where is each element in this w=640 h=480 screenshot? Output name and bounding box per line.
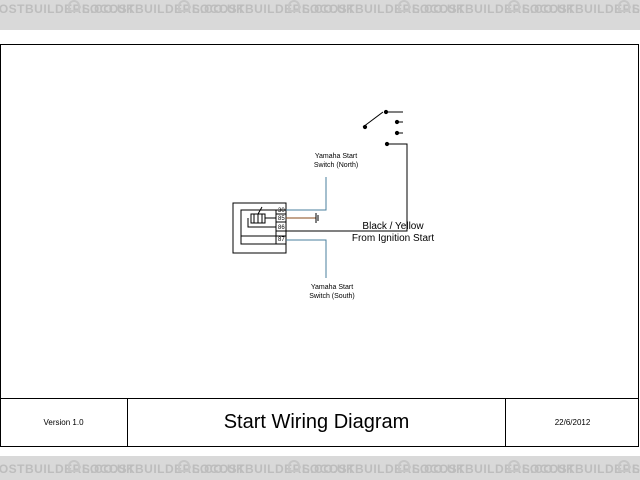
watermark-text: LOCOSTBUILDERS.CO.UK [288, 460, 465, 476]
car-logo-icon [508, 0, 520, 12]
watermark-label: LOCOSTBUILDERS.CO.UK [632, 2, 640, 16]
label-south-line1: Yamaha Start [311, 284, 353, 291]
drawing-date: 22/6/2012 [554, 418, 591, 427]
watermark-text: LOCOSTBUILDERS.CO.UK [0, 462, 135, 476]
car-logo-icon [618, 460, 630, 472]
drawing-title: Start Wiring Diagram [223, 411, 410, 433]
watermark-label: LOCOSTBUILDERS.CO.UK [632, 462, 640, 476]
car-logo-icon [398, 460, 410, 472]
watermark-text: LOCOSTBUILDERS.CO.UK [398, 0, 575, 16]
watermark-label: LOCOSTBUILDERS.CO.UK [192, 2, 356, 16]
watermark-label: LOCOSTBUILDERS.CO.UK [412, 2, 576, 16]
label-north-line1: Yamaha Start [315, 153, 357, 160]
car-logo-icon [288, 0, 300, 12]
car-logo-icon [68, 460, 80, 472]
watermark-text: LOCOSTBUILDERS.CO.UK [178, 460, 355, 476]
watermark-row-top: LOCOSTBUILDERS.CO.UKLOCOSTBUILDERS.CO.UK… [0, 0, 640, 16]
relay-pin-85: 85 [278, 216, 285, 222]
switch-lever [362, 111, 384, 128]
car-logo-icon [178, 460, 190, 472]
watermark-text: LOCOSTBUILDERS.CO.UK [618, 0, 640, 16]
watermark-band-bottom: LOCOSTBUILDERS.CO.UKLOCOSTBUILDERS.CO.UK… [0, 456, 640, 480]
watermark-label: LOCOSTBUILDERS.CO.UK [192, 462, 356, 476]
relay-contact [257, 206, 263, 215]
watermark-label: LOCOSTBUILDERS.CO.UK [522, 462, 640, 476]
car-logo-icon [618, 0, 630, 12]
label-south-line2: Switch (South) [309, 293, 355, 300]
watermark-band-top: LOCOSTBUILDERS.CO.UKLOCOSTBUILDERS.CO.UK… [0, 0, 640, 30]
watermark-label: LOCOSTBUILDERS.CO.UK [0, 462, 136, 476]
watermark-label: LOCOSTBUILDERS.CO.UK [522, 2, 640, 16]
label-ignition-line1: Black / Yellow [362, 221, 424, 232]
watermark-label: LOCOSTBUILDERS.CO.UK [0, 2, 136, 16]
car-logo-icon [288, 460, 300, 472]
relay-pin-30: 30 [278, 208, 285, 214]
watermark-row-bottom: LOCOSTBUILDERS.CO.UKLOCOSTBUILDERS.CO.UK… [0, 460, 640, 476]
watermark-label: LOCOSTBUILDERS.CO.UK [412, 462, 576, 476]
drawing-sheet [0, 44, 639, 447]
watermark-text: LOCOSTBUILDERS.CO.UK [508, 0, 640, 16]
label-north-line2: Switch (North) [314, 162, 358, 169]
watermark-text: LOCOSTBUILDERS.CO.UK [618, 460, 640, 476]
car-logo-icon [398, 0, 410, 12]
relay-pin-87: 87 [278, 237, 285, 243]
car-logo-icon [68, 0, 80, 12]
watermark-text: LOCOSTBUILDERS.CO.UK [0, 2, 135, 16]
wire-south [286, 239, 327, 278]
watermark-label: LOCOSTBUILDERS.CO.UK [302, 2, 466, 16]
watermark-text: LOCOSTBUILDERS.CO.UK [68, 460, 245, 476]
watermark-label: LOCOSTBUILDERS.CO.UK [302, 462, 466, 476]
car-logo-icon [508, 460, 520, 472]
version-label: Version 1.0 [43, 418, 84, 427]
car-logo-icon [178, 0, 190, 12]
relay-icon [232, 202, 287, 254]
wire-north [286, 177, 327, 211]
watermark-text: LOCOSTBUILDERS.CO.UK [288, 0, 465, 16]
watermark-text: LOCOSTBUILDERS.CO.UK [68, 0, 245, 16]
label-ignition-line2: From Ignition Start [352, 233, 434, 244]
watermark-text: LOCOSTBUILDERS.CO.UK [398, 460, 575, 476]
switch-pivot [362, 124, 368, 130]
watermark-label: LOCOSTBUILDERS.CO.UK [82, 2, 246, 16]
ground-icon [315, 213, 319, 223]
watermark-label: LOCOSTBUILDERS.CO.UK [82, 462, 246, 476]
watermark-text: LOCOSTBUILDERS.CO.UK [178, 0, 355, 16]
ignition-wire [352, 143, 408, 232]
relay-pin-86: 86 [278, 225, 285, 231]
title-block [0, 398, 639, 447]
ignition-switch-icon [352, 109, 408, 232]
watermark-text: LOCOSTBUILDERS.CO.UK [508, 460, 640, 476]
